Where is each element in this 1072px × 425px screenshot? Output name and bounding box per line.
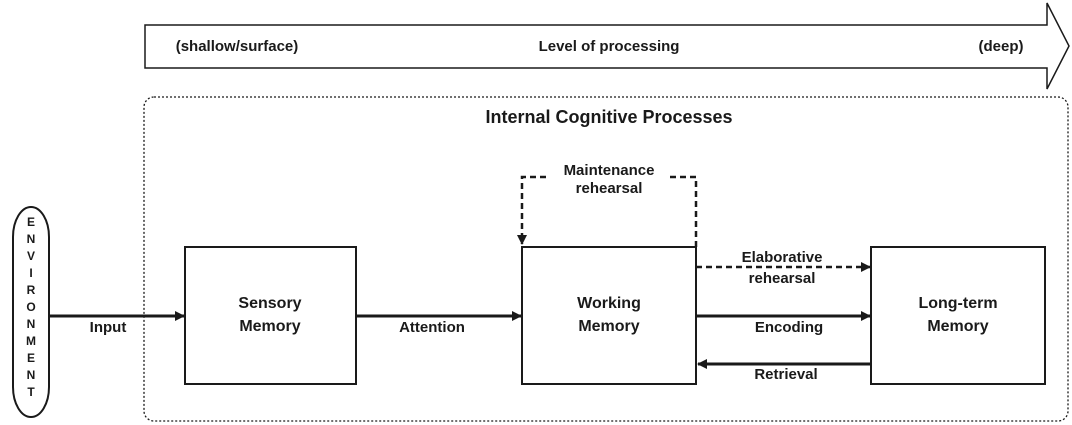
- attention-arrow: Attention: [356, 311, 522, 336]
- elaborative-rehearsal-arrow: Elaborative rehearsal: [696, 249, 871, 287]
- attention-label: Attention: [399, 319, 465, 336]
- environment-letter: O: [26, 300, 35, 314]
- environment-letter: V: [27, 249, 35, 263]
- maintenance-label-line1: Maintenance: [564, 162, 655, 179]
- region-title: Internal Cognitive Processes: [485, 107, 732, 127]
- long-term-memory-line1: Long-term: [918, 295, 997, 312]
- level-of-processing-arrow: (shallow/surface) Level of processing (d…: [144, 2, 1070, 90]
- sensory-memory-line1: Sensory: [238, 295, 301, 312]
- input-arrow: Input: [49, 311, 185, 336]
- internal-processes-region: Internal Cognitive Processes: [143, 96, 1069, 422]
- environment-letter: E: [27, 351, 35, 365]
- environment-letter: T: [27, 385, 35, 399]
- environment-letter: N: [27, 368, 36, 382]
- encoding-label: Encoding: [755, 319, 823, 336]
- long-term-memory-box: Long-term Memory: [870, 246, 1046, 385]
- working-memory-line1: Working: [577, 295, 641, 312]
- elaborative-label-line1: Elaborative: [742, 249, 823, 266]
- environment-letter: M: [26, 334, 36, 348]
- level-deep-label: (deep): [979, 38, 1024, 55]
- level-of-processing-label: Level of processing: [539, 38, 680, 55]
- input-label: Input: [90, 319, 127, 336]
- retrieval-label: Retrieval: [754, 366, 817, 383]
- environment-letter: I: [29, 266, 32, 280]
- environment-letter: E: [27, 215, 35, 229]
- retrieval-arrow: Retrieval: [697, 359, 871, 383]
- environment-capsule: E N V I R O N M E N T: [12, 206, 50, 418]
- level-shallow-label: (shallow/surface): [176, 38, 299, 55]
- environment-letter: N: [27, 317, 36, 331]
- environment-letter: R: [27, 283, 36, 297]
- sensory-memory-line2: Memory: [239, 318, 300, 335]
- maintenance-label-line2: rehearsal: [576, 180, 643, 197]
- working-memory-box: Working Memory: [521, 246, 697, 385]
- environment-letter: N: [27, 232, 36, 246]
- working-memory-line2: Memory: [578, 318, 639, 335]
- elaborative-label-line2: rehearsal: [749, 270, 816, 287]
- long-term-memory-line2: Memory: [927, 318, 988, 335]
- encoding-arrow: Encoding: [696, 311, 871, 336]
- maintenance-rehearsal-loop: Maintenance rehearsal: [517, 158, 698, 247]
- sensory-memory-box: Sensory Memory: [184, 246, 357, 385]
